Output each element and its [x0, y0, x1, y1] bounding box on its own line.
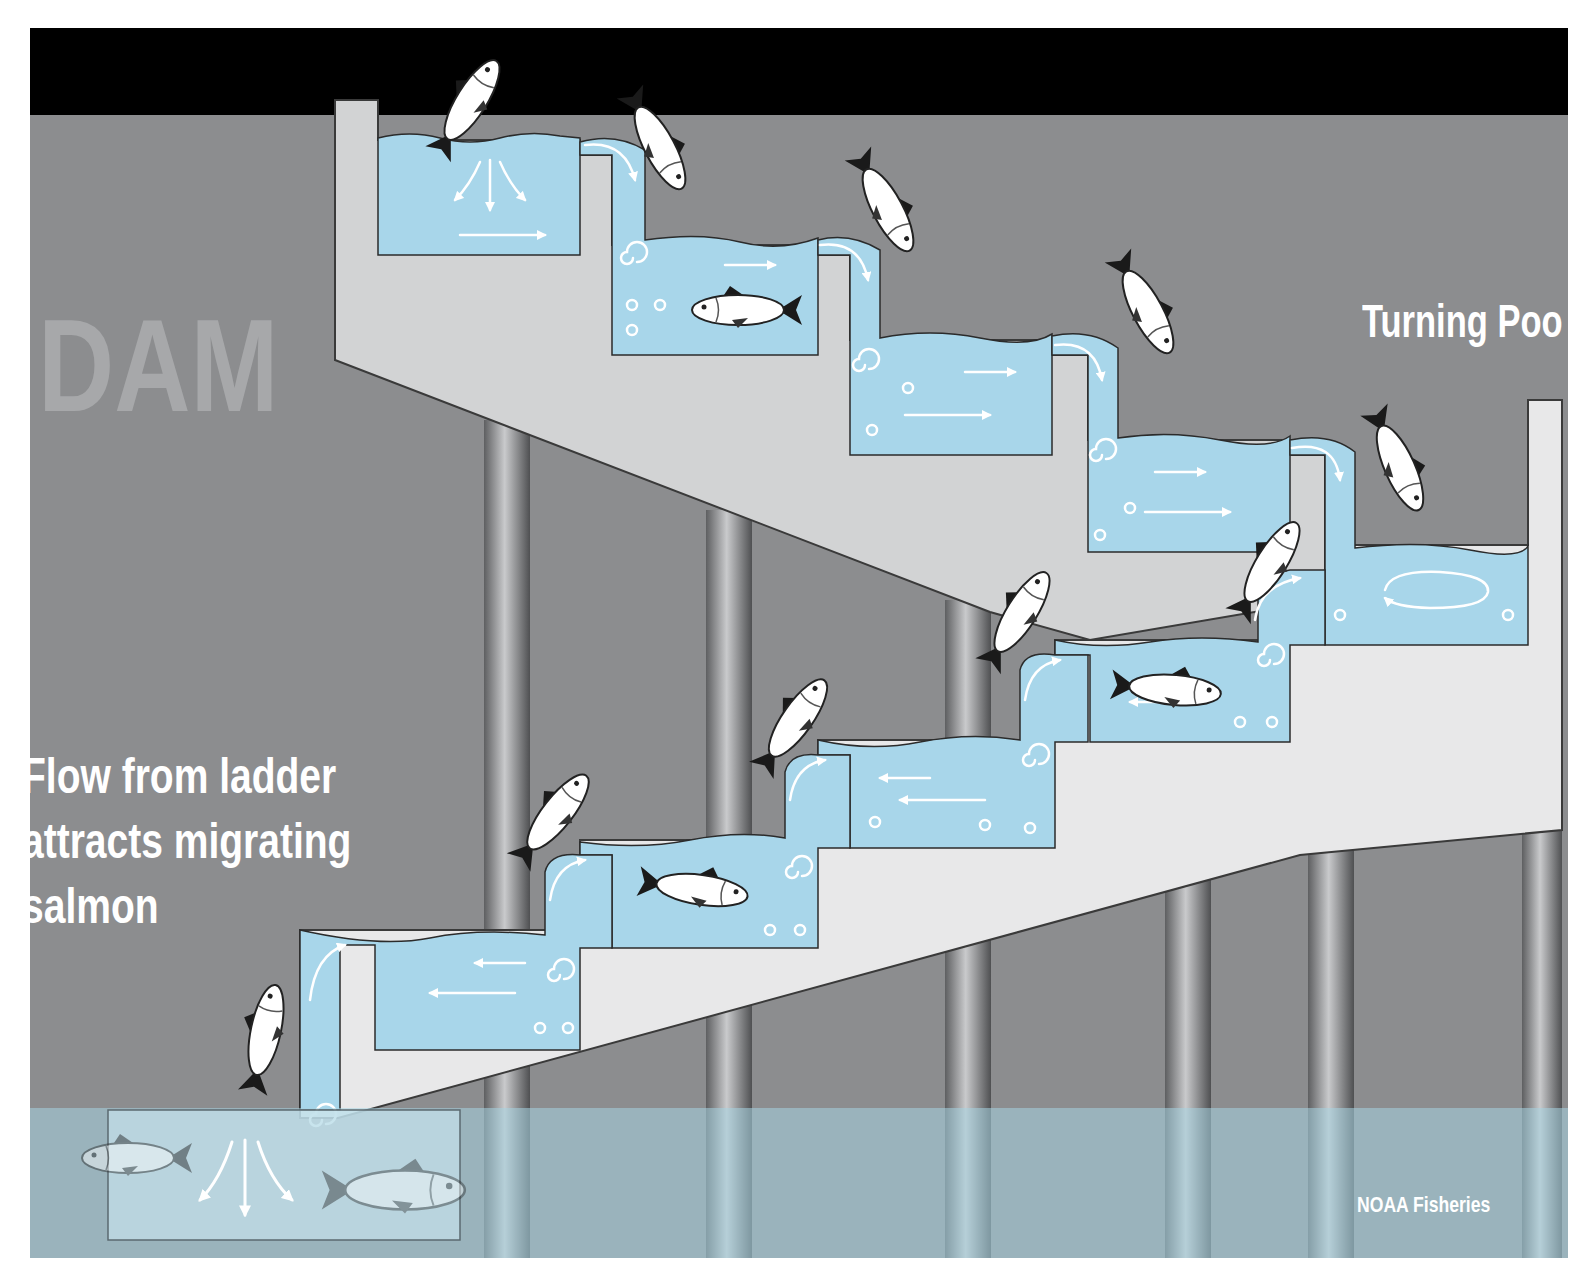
flow-arrow	[200, 1142, 232, 1200]
salmon	[1358, 400, 1441, 518]
eddy	[563, 1023, 573, 1033]
top-band	[30, 28, 1568, 115]
upper-ladder-structure	[335, 100, 1325, 640]
swirl	[621, 242, 647, 264]
salmon	[82, 1134, 192, 1176]
eddy	[980, 820, 990, 830]
flow-arrow	[258, 1142, 292, 1200]
eddy	[627, 325, 637, 335]
eddy	[903, 383, 913, 393]
flow-arrow	[489, 160, 492, 210]
salmon	[636, 857, 751, 914]
salmon	[1102, 244, 1191, 361]
eddy	[535, 1023, 545, 1033]
eddy	[870, 817, 880, 827]
pool-label: Turning Poo	[1362, 296, 1580, 347]
pool-water	[300, 855, 612, 1110]
lower-ladder-structure	[300, 400, 1562, 1118]
salmon	[968, 560, 1062, 676]
watermark: NOAA Fisheries	[1357, 1193, 1565, 1217]
river	[30, 1108, 1568, 1258]
flow-arrow	[1292, 447, 1340, 480]
flow-note: Flow from ladder attracts migrating salm…	[22, 744, 381, 939]
flow-arrow	[1025, 660, 1060, 700]
flow-arrow	[1145, 511, 1230, 514]
swirl	[853, 349, 879, 371]
pool-water	[378, 133, 580, 255]
lower-pools-water	[300, 570, 1325, 1110]
flow-arrow	[965, 371, 1015, 374]
flow-arrow	[460, 234, 545, 237]
salmon	[842, 142, 931, 259]
salmon	[500, 761, 601, 874]
eddy	[1095, 530, 1105, 540]
salmon	[614, 80, 703, 197]
flow-arrow	[905, 414, 990, 417]
eddy	[1503, 610, 1513, 620]
salmon	[692, 286, 802, 328]
flow-arrow	[1055, 344, 1102, 380]
eddy	[627, 300, 637, 310]
flow-arrow	[430, 992, 515, 995]
flow-arrow	[585, 144, 635, 180]
flow-arrow	[500, 162, 525, 200]
flow-arrow	[455, 162, 480, 200]
swirl	[786, 856, 812, 878]
flow-arrow	[550, 860, 585, 900]
eddy	[765, 925, 775, 935]
eddy	[867, 425, 877, 435]
flow-arrow	[475, 962, 525, 965]
eddy	[655, 300, 665, 310]
flow-arrow	[900, 799, 985, 802]
pool-water	[580, 138, 818, 355]
salmon	[229, 980, 293, 1096]
flow-arrow	[725, 264, 775, 267]
flow-arrow	[1155, 471, 1205, 474]
background	[30, 28, 1568, 1258]
swirl	[548, 959, 574, 981]
eddy	[795, 925, 805, 935]
pool-water	[818, 654, 1088, 848]
swirl	[1258, 644, 1284, 666]
eddy	[1267, 717, 1277, 727]
flow-arrow	[820, 244, 868, 280]
eddy	[1235, 717, 1245, 727]
swirl	[1023, 744, 1049, 766]
salmon	[1218, 510, 1312, 626]
pool-water	[1052, 334, 1290, 552]
pool-water	[1055, 570, 1325, 742]
attraction-flow	[200, 1140, 292, 1215]
upper-pools-water	[378, 133, 1528, 645]
swirl	[1090, 439, 1116, 461]
eddy	[1335, 610, 1345, 620]
turning-loop	[1385, 572, 1488, 608]
salmon	[742, 667, 839, 781]
salmon	[418, 48, 512, 164]
pool-water	[818, 238, 1052, 455]
salmon	[1110, 661, 1223, 712]
flow-arrow	[244, 1140, 247, 1215]
salmon	[322, 1159, 465, 1214]
salmon-group	[82, 48, 1441, 1213]
flow-arrow	[880, 777, 930, 780]
flow-arrow	[790, 760, 825, 800]
dam-label: DAM	[38, 300, 374, 432]
pool-water	[580, 755, 850, 948]
eddy	[1125, 503, 1135, 513]
flow-arrow	[310, 945, 345, 1000]
flow-marks	[310, 144, 1513, 1126]
eddy	[1025, 823, 1035, 833]
